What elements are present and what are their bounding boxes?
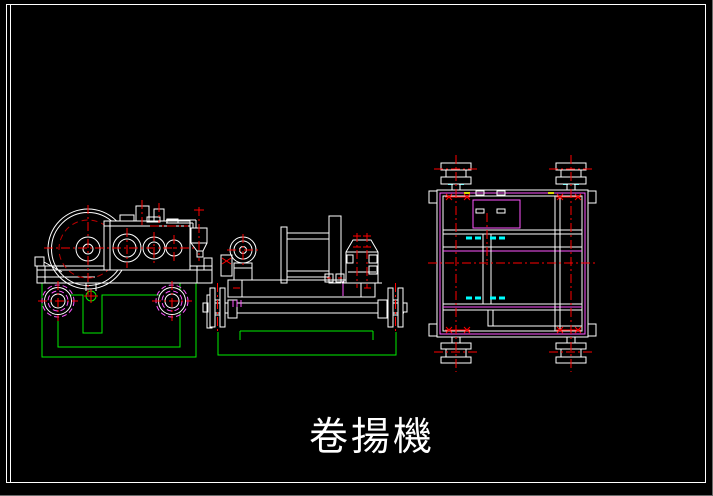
foundation-outline-front bbox=[217, 330, 397, 356]
gearbox bbox=[44, 214, 196, 271]
corner-joint-marks bbox=[445, 193, 582, 334]
plan-centerlines bbox=[428, 155, 598, 372]
front-wheel-right bbox=[377, 283, 408, 332]
sheet-border bbox=[6, 4, 706, 483]
drawing-title: 卷揚機 bbox=[308, 415, 435, 460]
brake-wheel-end bbox=[220, 234, 259, 281]
motor bbox=[342, 233, 382, 288]
hatch-strips bbox=[448, 183, 579, 300]
carriage-wheel-right bbox=[152, 281, 192, 321]
front-wheel-left bbox=[202, 283, 242, 332]
side-elevation-view bbox=[34, 200, 213, 358]
carriage-wheel-left bbox=[38, 281, 78, 321]
lubricator bbox=[190, 207, 208, 261]
top-fittings bbox=[135, 200, 197, 228]
rope-anchor bbox=[84, 283, 98, 303]
plan-view bbox=[428, 155, 598, 372]
front-elevation-view bbox=[202, 215, 408, 356]
rope-drum bbox=[280, 215, 345, 284]
